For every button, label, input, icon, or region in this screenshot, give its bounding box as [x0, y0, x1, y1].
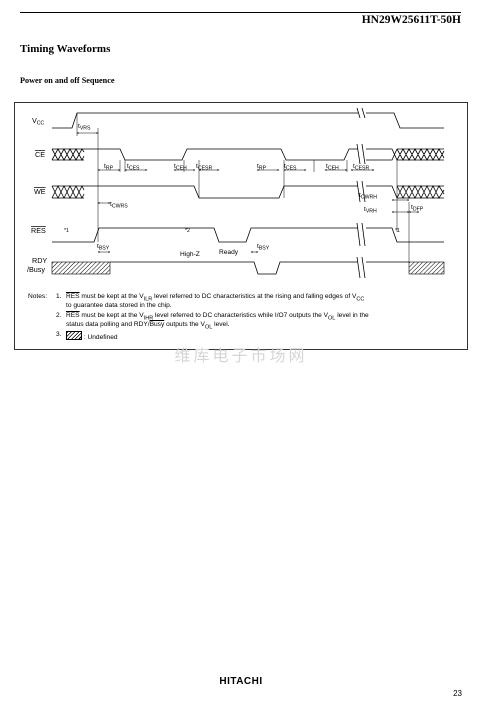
t-cwrh-label: tCWRH — [359, 192, 377, 201]
res-waveform-end — [366, 227, 444, 243]
section-title: Timing Waveforms — [20, 43, 111, 55]
ce-waveform — [84, 148, 358, 161]
ce-cross-pattern — [51, 148, 85, 161]
hitachi-logo: HITACHI — [219, 676, 263, 687]
t-rp-1-label: tRP — [104, 163, 114, 172]
we-cross-pattern — [51, 185, 85, 199]
t-ces-1-label: tCES — [127, 163, 140, 172]
we-waveform — [84, 185, 358, 199]
ready-label: Ready — [219, 249, 239, 256]
t-bsy-1-label: tBSY — [97, 243, 110, 252]
time-break-marks — [356, 107, 366, 279]
ce-undefined-end — [396, 148, 445, 161]
t-vrs-label: tVRS — [78, 123, 91, 132]
t-cesr-1-label: tCESR — [196, 163, 213, 172]
note-ref-1a: *1 — [64, 228, 69, 234]
t-ceh-1-label: tCEH — [174, 163, 187, 172]
we-undefined-start — [52, 185, 84, 199]
document-id: HN29W25611T-50H — [361, 14, 461, 26]
t-bsy-2-label: tBSY — [257, 243, 270, 252]
t-vrh-label: tVRH — [364, 206, 377, 215]
note-ref-2: *2 — [185, 228, 190, 234]
we-label: WE — [34, 187, 46, 196]
we-waveform-end — [366, 185, 444, 199]
t-dfp-label: tDFP — [411, 204, 424, 213]
rdy-undefined-end — [408, 261, 445, 275]
t-cwrs-label: tCWRS — [110, 201, 128, 210]
note-ref-1b: *1 — [395, 228, 400, 234]
t-ces-2-label: tCES — [284, 163, 297, 172]
notes-heading: Notes: — [28, 293, 48, 300]
page-number: 23 — [453, 689, 462, 698]
ce-undefined-start — [52, 148, 84, 161]
ce-label: CE — [35, 150, 45, 159]
we-undefined-end — [396, 185, 445, 199]
high-z-label: High-Z — [180, 251, 200, 258]
figure-border — [14, 102, 468, 350]
t-rp-2-label: tRP — [257, 163, 267, 172]
watermark: 维库电子市场网 — [174, 346, 308, 365]
res-waveform — [52, 227, 358, 243]
t-ceh-2-label: tCEH — [326, 163, 339, 172]
vcc-waveform-end — [366, 112, 444, 129]
busy-label: /Busy — [27, 265, 45, 274]
header-rule — [20, 12, 461, 13]
vcc-label: VCC — [32, 116, 45, 127]
vcc-waveform — [52, 112, 358, 129]
res-label: RES — [31, 226, 46, 235]
timing-diagram: VCC CE WE RES RDY /Busy — [14, 102, 468, 350]
ce-waveform-end — [366, 148, 444, 161]
t-cesr-2-label: tCESR — [353, 163, 370, 172]
rdy-waveform — [110, 261, 358, 275]
rdy-label: RDY — [32, 256, 47, 265]
undefined-hatch-icon — [66, 331, 82, 340]
subsection-title: Power on and off Sequence — [20, 76, 115, 85]
timing-diagram-frame: VCC CE WE RES RDY /Busy — [14, 102, 468, 350]
rdy-undefined-start — [51, 261, 111, 275]
